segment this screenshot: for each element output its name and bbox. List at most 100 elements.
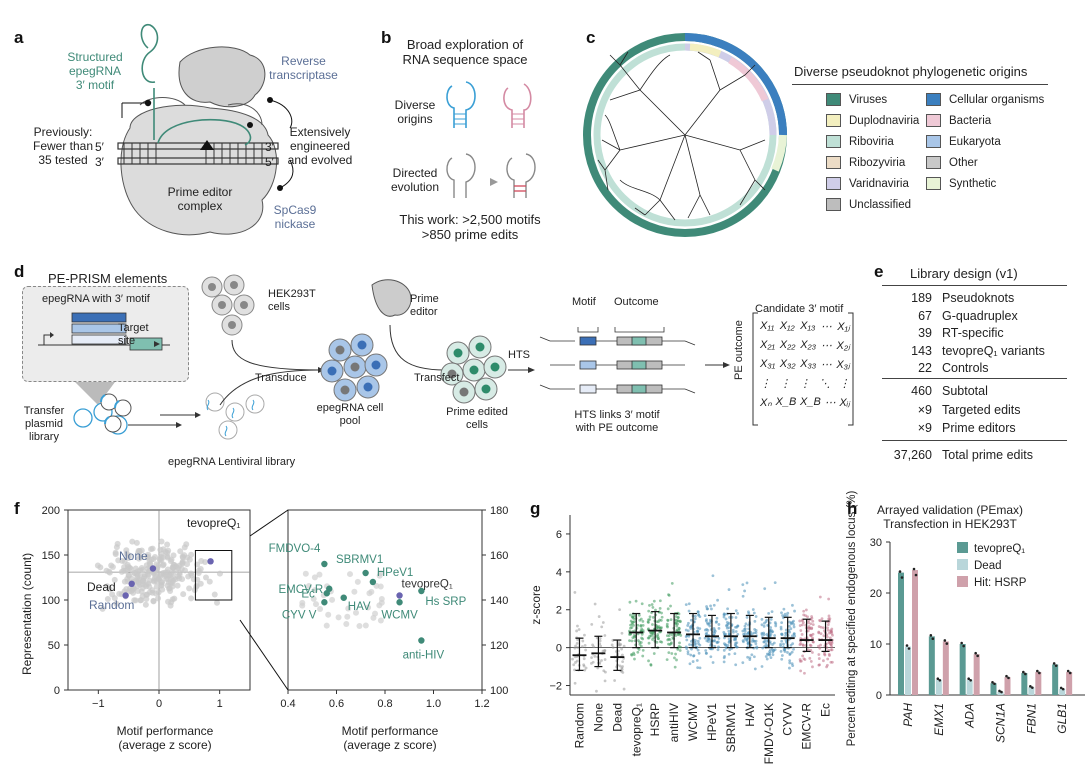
jitter-point — [697, 651, 701, 655]
jitter-point — [792, 619, 795, 623]
jitter-point — [675, 624, 679, 628]
jitter-point — [705, 607, 709, 611]
jitter-point — [666, 618, 670, 622]
data-point — [168, 569, 175, 576]
lib-count: 37,260 — [893, 448, 932, 462]
jitter-point — [798, 624, 802, 627]
data-point — [352, 609, 359, 616]
y-tick-label: 4 — [556, 567, 562, 579]
jitter-point — [806, 648, 810, 652]
data-point — [143, 596, 150, 603]
x-tick-label: 0 — [156, 698, 162, 710]
jitter-point — [717, 636, 721, 640]
jitter-point — [641, 637, 645, 641]
lib-label: Total prime edits — [942, 448, 1034, 462]
highlighted-point — [128, 580, 135, 587]
category-label: HPeV1 — [705, 703, 719, 741]
f-ylabel: Representation (count) — [20, 552, 34, 675]
jitter-point — [825, 635, 829, 639]
data-point — [134, 574, 141, 581]
jitter-point — [593, 602, 597, 606]
data-point — [115, 557, 122, 564]
jitter-point — [767, 611, 771, 615]
data-point — [160, 546, 167, 553]
jitter-point — [742, 632, 745, 636]
panel-label-e: e — [874, 262, 884, 281]
jitter-point — [668, 638, 672, 642]
jitter-point — [768, 621, 772, 625]
replicate-dot — [967, 677, 970, 680]
jitter-point — [760, 617, 764, 621]
jitter-point — [755, 646, 759, 650]
replicate-dot — [1052, 662, 1056, 665]
highlighted-point — [122, 592, 129, 599]
data-point — [365, 604, 372, 611]
data-point — [325, 611, 332, 618]
matrix-cell: X₃ⱼ — [836, 359, 850, 371]
data-point — [179, 576, 186, 583]
jitter-point — [754, 615, 758, 618]
data-point — [128, 588, 135, 595]
jitter-point — [693, 617, 697, 621]
jitter-point — [772, 641, 776, 645]
jitter-point — [651, 623, 654, 626]
replicate-dot — [969, 679, 972, 682]
legend-item: Varidnaviria — [826, 177, 909, 190]
data-point — [186, 585, 193, 592]
jitter-point — [675, 658, 678, 662]
jitter-point — [711, 661, 715, 664]
jitter-point — [693, 614, 697, 618]
jitter-point — [630, 652, 633, 656]
jitter-point — [762, 640, 766, 644]
jitter-point — [789, 627, 793, 631]
jitter-point — [673, 665, 677, 669]
motif-label: Motif — [572, 296, 596, 308]
three-prime-left: 3′ — [95, 155, 104, 169]
legend-label: Riboviria — [849, 135, 894, 148]
jitter-point — [696, 626, 700, 630]
jitter-point — [584, 648, 588, 652]
legend-item: Other — [926, 156, 978, 169]
highlighted-point — [321, 599, 328, 606]
jitter-point — [783, 648, 786, 652]
data-point — [347, 571, 354, 578]
jitter-point — [811, 665, 814, 669]
legend-swatch — [826, 198, 841, 211]
jitter-point — [648, 604, 651, 607]
jitter-point — [621, 665, 624, 668]
data-point — [143, 583, 150, 590]
matrix-cell: ⋮ — [779, 378, 791, 390]
jitter-point — [652, 599, 656, 603]
lib-label: G-quadruplex — [942, 308, 1018, 323]
jitter-point — [685, 647, 689, 650]
point-label: SBRMV1 — [336, 554, 383, 566]
jitter-point — [769, 656, 773, 659]
jitter-point — [599, 644, 603, 648]
jitter-point — [771, 650, 775, 654]
point-label: Ec — [301, 588, 315, 600]
jitter-point — [690, 647, 693, 651]
zoom-connector — [239, 619, 289, 691]
replicate-dot — [1007, 676, 1010, 680]
lib-count: 39 — [918, 326, 932, 340]
matrix-cell: X₂₁ — [760, 339, 776, 351]
jitter-point — [678, 649, 682, 652]
data-point — [156, 574, 163, 581]
data-point — [134, 588, 141, 595]
plasmid-circles — [99, 393, 132, 433]
data-point — [109, 591, 116, 598]
jitter-point — [802, 657, 806, 661]
matrix-cell: Xₙ — [760, 397, 772, 409]
category-label: None — [591, 703, 605, 732]
lib-label: Pseudoknots — [942, 291, 1015, 305]
lib-label: Targeted edits — [942, 403, 1021, 417]
data-point — [108, 562, 115, 569]
jitter-point — [732, 630, 735, 634]
jitter-point — [696, 666, 700, 669]
data-point — [197, 580, 204, 587]
jitter-point — [826, 628, 830, 632]
jitter-point — [713, 639, 717, 642]
